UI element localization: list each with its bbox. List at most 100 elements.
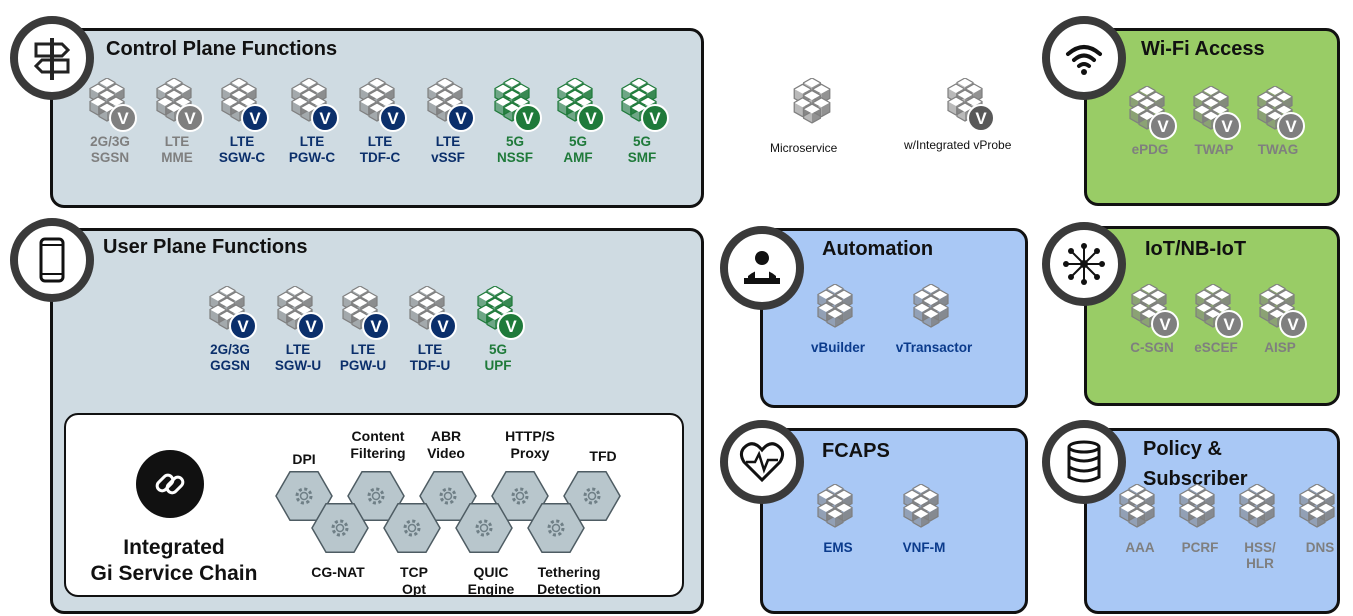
vnf-tile: DNS <box>1280 484 1353 556</box>
vnf-tile: V LTE PGW-C <box>272 78 352 166</box>
vnf-label: C-SGN <box>1130 340 1174 355</box>
vnf-label: 5G SMF <box>627 134 657 165</box>
vnf-tile: V C-SGN <box>1112 284 1192 356</box>
vnf-label: LTE PGW-C <box>288 134 336 165</box>
vnf-label: LTE SGW-U <box>274 342 322 373</box>
vnf-tile: V LTE MME <box>137 78 217 166</box>
legend-microservice-label: Microservice <box>770 141 838 155</box>
vnf-label: TWAG <box>1257 142 1299 157</box>
vnf-tile: V AISP <box>1240 284 1320 356</box>
vnf-label: 2G/3G SGSN <box>90 134 130 165</box>
control-plane-title: Control Plane Functions <box>106 38 338 60</box>
microservice-icon: V <box>1185 284 1243 338</box>
v-badge: V <box>319 109 331 128</box>
v-badge: V <box>975 109 987 128</box>
operator-icon <box>720 226 804 310</box>
microservice-icon: V <box>1119 86 1177 140</box>
v-badge: V <box>649 109 661 128</box>
signpost-icon <box>10 16 94 100</box>
service-hexagon <box>563 471 621 521</box>
v-badge: V <box>1157 117 1169 136</box>
v-badge: V <box>437 317 449 336</box>
service-chain-hexagons <box>275 471 621 553</box>
v-badge: V <box>387 109 399 128</box>
microservice-icon: V <box>1249 284 1307 338</box>
vnf-label: LTE MME <box>161 134 193 165</box>
microservice-icon: V <box>611 78 669 132</box>
v-badge: V <box>1159 315 1171 334</box>
service-label: QUIC Engine <box>467 564 515 597</box>
v-badge: V <box>305 317 317 336</box>
v-badge: V <box>1221 117 1233 136</box>
vnf-tile: vBuilder <box>798 284 878 356</box>
v-badge: V <box>237 317 249 336</box>
microservice-icon <box>1289 484 1351 540</box>
wifi-icon <box>1042 16 1126 100</box>
vnf-tile: VNF-M <box>884 484 964 556</box>
vnf-label: vTransactor <box>895 340 973 355</box>
vnf-tile: V 2G/3G SGSN <box>70 78 150 166</box>
microservice-icon: V <box>467 286 525 340</box>
v-badge: V <box>585 109 597 128</box>
microservice-icon: V <box>417 78 475 132</box>
microservice-icon: V <box>146 78 204 132</box>
vnf-label: 2G/3G GGSN <box>210 342 250 373</box>
microservice-icon: V <box>484 78 542 132</box>
v-badge: V <box>1287 315 1299 334</box>
vnf-label: VNF-M <box>902 540 946 555</box>
v-badge: V <box>522 109 534 128</box>
vnf-tile: V TWAG <box>1238 86 1318 158</box>
v-badge: V <box>1285 117 1297 136</box>
vnf-label: 5G NSSF <box>496 134 533 165</box>
service-hexagon <box>383 503 441 553</box>
vnf-label: AISP <box>1264 340 1296 355</box>
service-hexagon <box>527 503 585 553</box>
microservice-icon: V <box>547 78 605 132</box>
vnf-tile: V 5G SMF <box>602 78 682 166</box>
vnf-label: ePDG <box>1131 142 1169 157</box>
v-badge: V <box>184 109 196 128</box>
service-label: DPI <box>292 451 316 467</box>
database-icon <box>1042 420 1126 504</box>
legend-microservice <box>772 78 852 124</box>
v-badge: V <box>455 109 467 128</box>
microservice-icon: V <box>349 78 407 132</box>
vnf-tile: V 5G AMF <box>538 78 618 166</box>
automation-title: Automation <box>822 238 934 260</box>
legend-vprobe-label: w/Integrated vProbe <box>904 138 1012 152</box>
microservice-icon <box>807 484 869 540</box>
service-label: Content Filtering <box>350 428 406 461</box>
legend-vprobe: V <box>930 78 1010 134</box>
vnf-label: 5G AMF <box>563 134 593 165</box>
v-badge: V <box>249 109 261 128</box>
vnf-label: LTE SGW-C <box>218 134 266 165</box>
policy-title: Policy & Subscriber <box>1143 438 1248 490</box>
microservice-icon: V <box>399 286 457 340</box>
automation-panel <box>760 228 1028 408</box>
fcaps-panel <box>760 428 1028 614</box>
vnf-tile: EMS <box>798 484 878 556</box>
v-badge: V <box>1223 315 1235 334</box>
vnf-tile: vTransactor <box>894 284 974 356</box>
service-label: HTTP/S Proxy <box>505 428 555 461</box>
vnf-label: EMS <box>823 540 853 555</box>
microservice-icon: V <box>211 78 269 132</box>
service-hexagon <box>311 503 369 553</box>
heartbeat-icon <box>720 420 804 504</box>
v-badge: V <box>117 109 129 128</box>
service-label: CG-NAT <box>311 564 365 580</box>
iot-title: IoT/NB-IoT <box>1145 238 1247 260</box>
microservice-icon: V <box>1247 86 1305 140</box>
vnf-label: HSS/ HLR <box>1244 540 1276 571</box>
gi-service-chain-label: Integrated Gi Service Chain <box>90 536 258 585</box>
wifi-access-title: Wi-Fi Access <box>1141 38 1265 60</box>
network-hub-icon <box>1042 222 1126 306</box>
vnf-tile: V 5G NSSF <box>475 78 555 166</box>
service-label: Tethering Detection <box>537 564 601 597</box>
fcaps-title: FCAPS <box>822 440 890 462</box>
vnf-label: eSCEF <box>1194 340 1238 355</box>
service-hexagon <box>455 503 513 553</box>
